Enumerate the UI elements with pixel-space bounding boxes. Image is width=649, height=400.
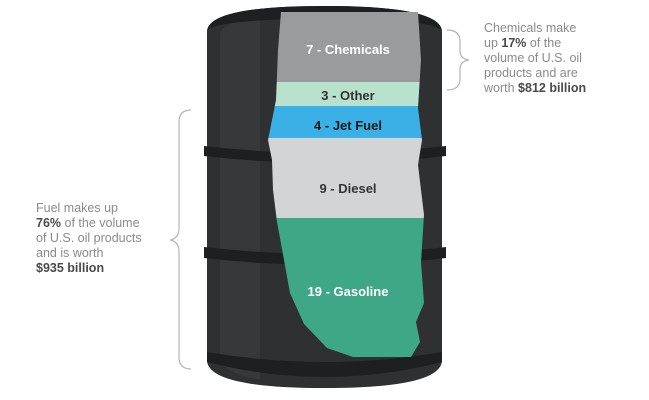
callout-text: up: [484, 36, 502, 50]
segment-label-other: 3 - Other: [321, 88, 374, 103]
callout-fuel: Fuel makes up 76% of the volume of U.S. …: [36, 201, 176, 276]
callout-text: Fuel makes up: [36, 201, 118, 215]
segment-label-gasoline: 19 - Gasoline: [308, 284, 389, 299]
callout-text: of U.S. oil products: [36, 231, 142, 245]
barrel-bottom-rim: [207, 352, 442, 377]
segment-diesel: [268, 138, 424, 218]
callout-line: $935 billion: [36, 261, 176, 276]
callout-value: $935 billion: [36, 261, 105, 275]
callout-line: Fuel makes up: [36, 201, 176, 216]
callout-text: Chemicals make: [484, 21, 577, 35]
callout-value: $812 billion: [518, 81, 587, 95]
bracket-chemicals: [446, 29, 470, 91]
segment-jet-fuel: [268, 106, 424, 138]
callout-text: of the volume: [61, 216, 140, 230]
callout-line: of U.S. oil products: [36, 231, 176, 246]
barrel-shade: [220, 16, 260, 380]
callout-text: worth: [484, 81, 519, 95]
segment-label-chemicals: 7 - Chemicals: [306, 42, 390, 57]
segment-other: [268, 82, 424, 106]
callout-percent: 17%: [501, 36, 527, 50]
callout-line: up 17% of the: [484, 36, 644, 51]
barrel-cutaway: [268, 12, 424, 357]
callout-line: worth $812 billion: [484, 81, 644, 96]
segment-label-diesel: 9 - Diesel: [319, 181, 376, 196]
callout-line: volume of U.S. oil: [484, 51, 644, 66]
callout-percent: 76%: [36, 216, 62, 230]
callout-line: and is worth: [36, 246, 176, 261]
bracket-fuel: [168, 109, 192, 370]
segment-chemicals: [268, 12, 424, 82]
callout-text: of the: [526, 36, 562, 50]
callout-line: 76% of the volume: [36, 216, 176, 231]
segment-label-jet-fuel: 4 - Jet Fuel: [314, 118, 382, 133]
callout-line: Chemicals make: [484, 21, 644, 36]
callout-chemicals: Chemicals make up 17% of the volume of U…: [484, 21, 644, 96]
callout-text: and is worth: [36, 246, 104, 260]
callout-text: products and are: [484, 66, 578, 80]
callout-line: products and are: [484, 66, 644, 81]
callout-text: volume of U.S. oil: [484, 51, 582, 65]
